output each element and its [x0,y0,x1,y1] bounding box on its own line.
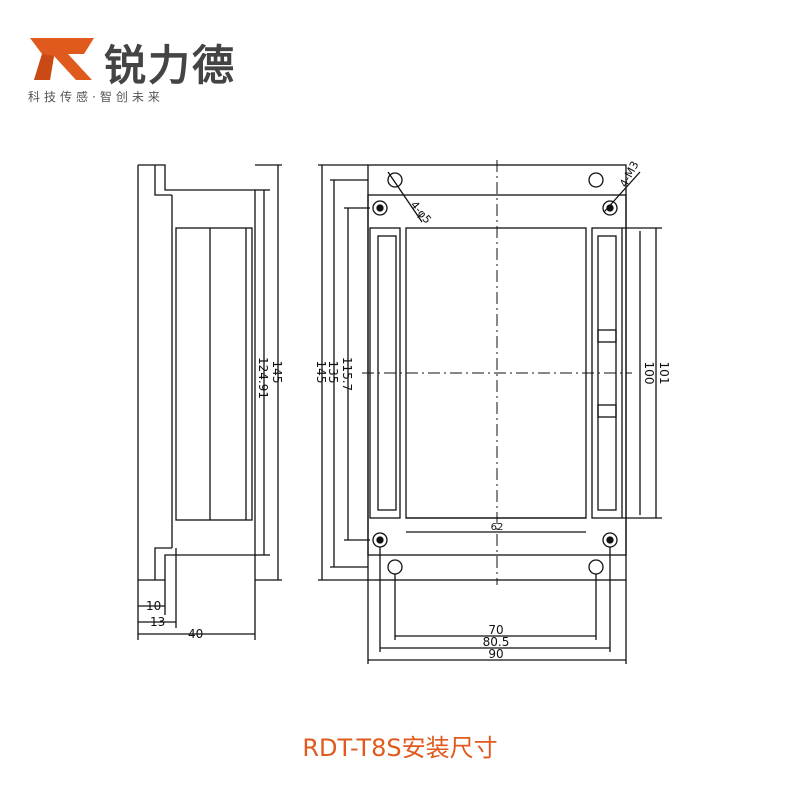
front-dim-135: 135 [326,361,340,384]
drawing-caption: RDT-T8S安装尺寸 [302,734,498,762]
side-dim-10: 10 [146,599,161,613]
front-dim-145: 145 [314,361,328,384]
front-dim-101: 101 [657,362,671,385]
front-dim-62: 62 [491,522,504,533]
brand-slogan: 科技传感·智创未来 [28,90,164,104]
brand-logo: 锐力德 科技传感·智创未来 [28,26,288,106]
side-dim-40: 40 [188,627,203,641]
front-dim-90: 90 [488,647,503,661]
front-view [318,160,662,664]
logo-mark-icon [30,38,94,80]
front-dim-70: 70 [488,623,503,637]
side-view [137,164,282,640]
side-dim-124-91: 124.91 [256,357,270,399]
brand-name: 锐力德 [104,41,237,90]
front-dim-115-7: 115.7 [340,357,354,391]
side-dim-13: 13 [150,615,165,629]
hole-callout-phi5: 4-φ5 [408,199,434,227]
side-dim-145: 145 [270,361,284,384]
front-dim-80-5: 80.5 [483,635,510,649]
front-dim-100: 100 [642,362,656,385]
